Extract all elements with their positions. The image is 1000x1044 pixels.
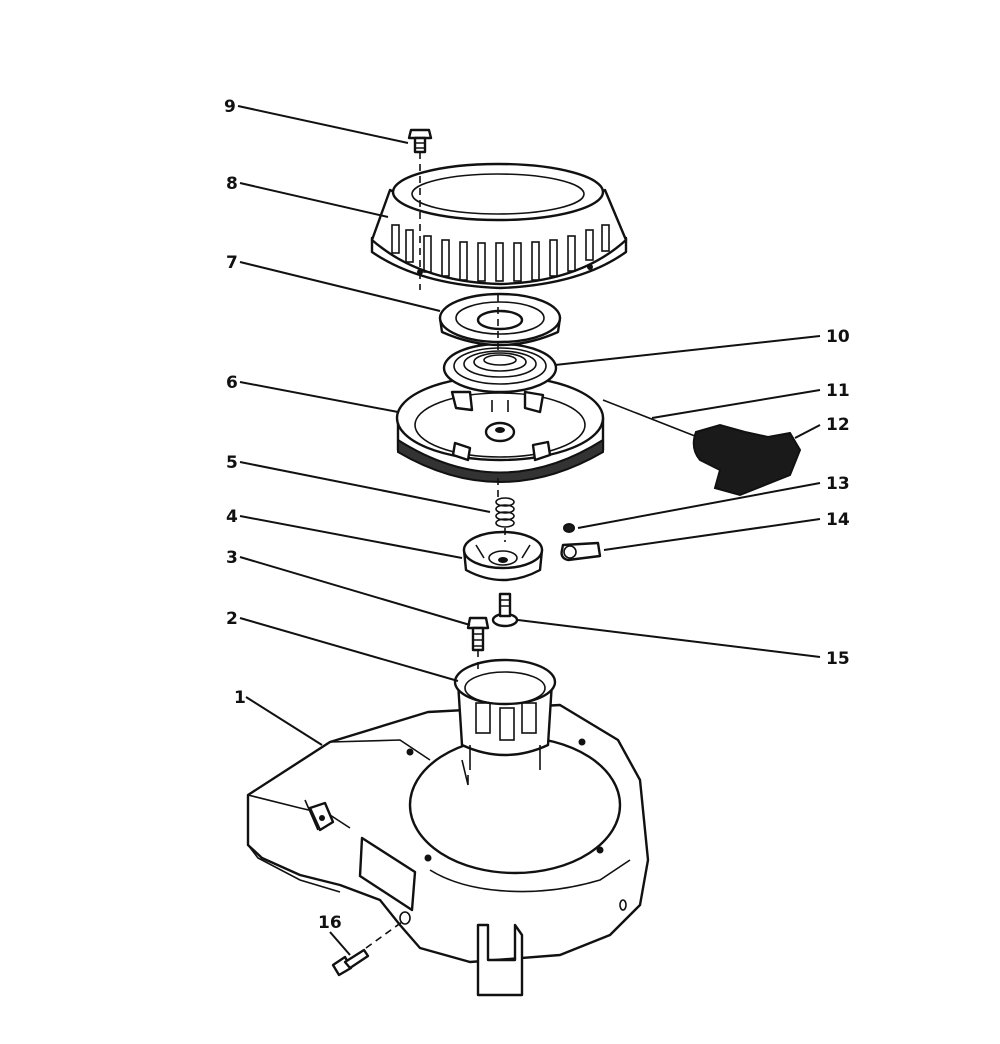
callout-labels: 9 8 7 10 6 11 12 5 13 4 14 3 2 15 1 16 (224, 97, 850, 933)
callout-4: 4 (226, 507, 238, 527)
callout-15: 15 (826, 649, 850, 669)
callout-8: 8 (226, 174, 238, 194)
part-3-screw (466, 616, 490, 652)
part-10-rewind-spring (442, 342, 558, 394)
callout-3: 3 (226, 548, 238, 568)
callout-5: 5 (226, 453, 238, 473)
callout-13: 13 (826, 474, 850, 494)
part-2-starter-cup (453, 658, 557, 770)
callout-2: 2 (226, 609, 238, 629)
callout-16: 16 (318, 913, 342, 933)
part-7-spring-cover (438, 292, 562, 347)
callout-9: 9 (224, 97, 236, 117)
callout-12: 12 (826, 415, 850, 435)
callout-6: 6 (226, 373, 238, 393)
part-15-screw (491, 592, 519, 628)
part-13-small-spring (563, 523, 575, 533)
part-8-starter-housing (370, 162, 628, 290)
callout-10: 10 (826, 327, 850, 347)
part-1-blower-housing (246, 703, 650, 997)
part-9-bolt (407, 128, 433, 154)
part-16-screw (331, 948, 370, 977)
callout-14: 14 (826, 510, 850, 530)
callout-7: 7 (226, 253, 238, 273)
leader-lines (237, 105, 821, 956)
callout-11: 11 (826, 381, 850, 401)
part-6-pulley (395, 374, 605, 483)
callout-1: 1 (234, 688, 246, 708)
assembly-axis-lines (365, 152, 506, 949)
part-11-rope (602, 399, 701, 439)
part-4-hub (462, 530, 544, 582)
part-5-spring (495, 497, 515, 528)
part-12-handle (692, 423, 802, 497)
part-14-pawl (560, 541, 602, 562)
